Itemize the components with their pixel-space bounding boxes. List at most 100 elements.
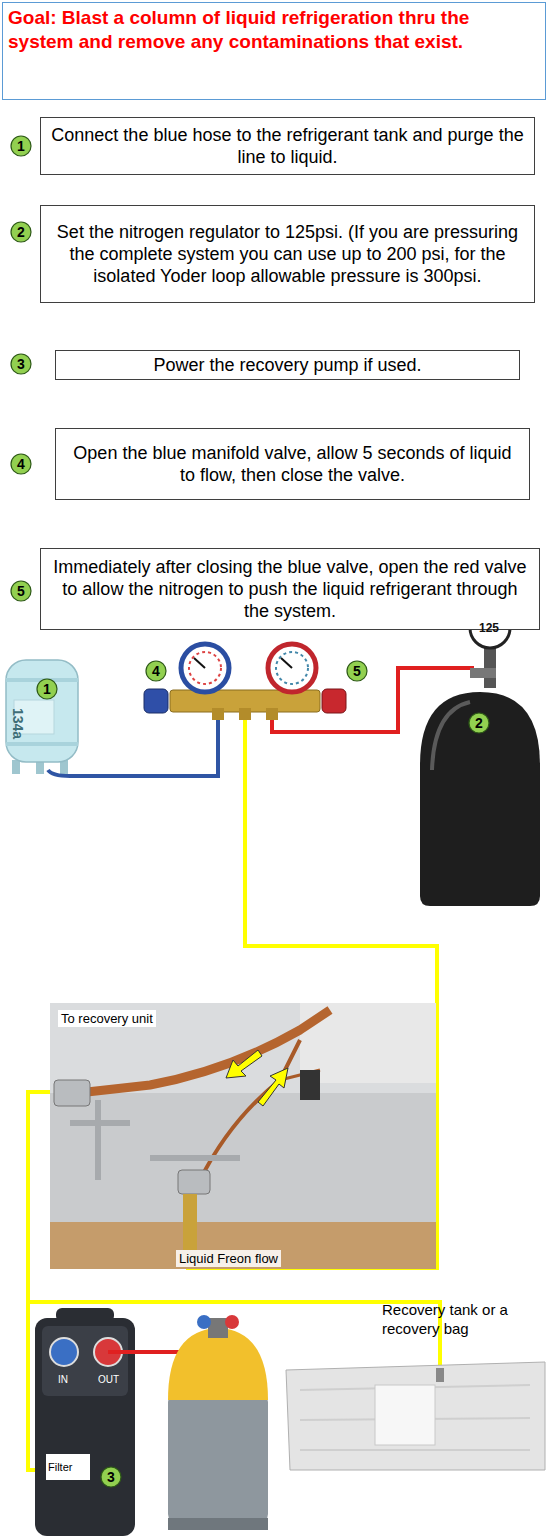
pipe-fitting [178, 1170, 210, 1194]
callout-circle-shape [101, 1467, 121, 1487]
low-side-gauge [181, 644, 229, 692]
callout-circle-shape [37, 679, 57, 699]
valve-handle [95, 1100, 101, 1180]
tank-foot [12, 760, 20, 774]
step-text: Set the nitrogen regulator to 125psi. (I… [49, 221, 526, 287]
system-photo [50, 1003, 436, 1269]
tank-body [6, 660, 78, 762]
valve-handle [70, 1120, 130, 1126]
callout-text: 5 [353, 663, 361, 679]
bag-body [286, 1362, 545, 1470]
step-box: Immediately after closing the blue valve… [40, 548, 540, 630]
pipe-fitting [54, 1080, 90, 1106]
red-valve-knob [322, 689, 346, 713]
title-box: Goal: Blast a column of liquid refrigera… [2, 2, 546, 100]
callout-number: 4 [145, 660, 167, 682]
manifold-port [266, 708, 278, 720]
callout-text: 3 [17, 356, 25, 372]
manifold-port [212, 708, 224, 720]
photo-label: Liquid Freon flow [176, 1250, 281, 1267]
recovery-tank [108, 1315, 268, 1530]
callout-number: 5 [346, 660, 368, 682]
step-text: Connect the blue hose to the refrigerant… [49, 124, 526, 168]
title-text: Goal: Blast a column of liquid refrigera… [8, 7, 469, 52]
wood-base [50, 1222, 436, 1269]
callout-number: 3 [10, 353, 32, 375]
callout-circle-shape [11, 136, 31, 156]
step-text: Power the recovery pump if used. [153, 354, 421, 376]
tank-body [168, 1392, 268, 1524]
tank-valve-knob [197, 1315, 211, 1329]
photo-panel [50, 1003, 436, 1093]
recovery-pump [35, 1308, 135, 1536]
electrical-part [300, 1070, 320, 1100]
yellow-arrow [258, 1068, 288, 1106]
manifold-gauge-set [144, 644, 346, 720]
tank-marking: 134a [10, 708, 26, 739]
bag-texture [300, 1385, 530, 1450]
port-label: IN [58, 1374, 68, 1385]
callout-number: 5 [10, 580, 32, 602]
blue-valve-knob [144, 689, 168, 713]
tank-top [168, 1328, 268, 1400]
tank-foot-ring [168, 1518, 268, 1530]
callout-number: 2 [468, 712, 490, 734]
bag-label [375, 1385, 435, 1445]
callout-text: 4 [17, 456, 25, 472]
nitrogen-tank [420, 608, 540, 906]
callout-number: 1 [10, 135, 32, 157]
callout-text: 5 [17, 583, 25, 599]
callout-text: 2 [475, 715, 483, 731]
callout-text: 1 [17, 138, 25, 154]
pump-panel [42, 1326, 128, 1396]
gauge-scale [189, 652, 221, 684]
photo-label: To recovery unit [58, 1010, 156, 1027]
port-label: OUT [98, 1374, 119, 1385]
step-box: Open the blue manifold valve, allow 5 se… [55, 428, 530, 500]
step-box: Set the nitrogen regulator to 125psi. (I… [40, 205, 535, 303]
gauge-needle [281, 658, 292, 668]
part-label: Recovery tank or a recovery bag [382, 1300, 547, 1338]
callout-text: 1 [43, 681, 51, 697]
callout-text: 4 [152, 663, 160, 679]
callout-circle-shape [11, 354, 31, 374]
step-text: Immediately after closing the blue valve… [49, 556, 531, 622]
callout-number: 2 [10, 221, 32, 243]
bag-port [436, 1368, 444, 1382]
callout-number: 4 [10, 453, 32, 475]
tank-foot [36, 762, 44, 774]
gauge-needle [194, 658, 205, 668]
callout-circle-shape [11, 581, 31, 601]
tank-highlight [432, 702, 470, 770]
high-side-gauge [268, 644, 316, 692]
tank-stripe [6, 742, 78, 746]
yellow-arrow [226, 1050, 262, 1078]
callout-circle-shape [11, 454, 31, 474]
hose-fitting [183, 1194, 197, 1250]
inlet-port [50, 1338, 78, 1366]
step-box: Connect the blue hose to the refrigerant… [40, 117, 535, 175]
callout-circle-shape [11, 222, 31, 242]
blue-hose [48, 716, 218, 776]
tank-valve [208, 1318, 228, 1338]
refrigerant-tank [6, 660, 78, 774]
gauge-scale [276, 652, 308, 684]
callout-text: 2 [17, 224, 25, 240]
gauge-reading: 125 [479, 621, 499, 635]
callout-circle-shape [347, 661, 367, 681]
regulator-outlet [470, 668, 496, 678]
callout-text: 3 [107, 1469, 115, 1485]
tank-valve-knob [225, 1315, 239, 1329]
callout-circle-shape [146, 661, 166, 681]
step-text: Open the blue manifold valve, allow 5 se… [64, 442, 521, 486]
filter-label: Filter [46, 1454, 90, 1480]
step-box: Power the recovery pump if used. [55, 350, 520, 380]
callout-circle-shape [469, 713, 489, 733]
recovery-bag [286, 1362, 545, 1470]
photo-background [50, 1003, 436, 1269]
manifold-port [239, 708, 251, 720]
tank-body [420, 692, 540, 906]
callout-number: 1 [36, 678, 58, 700]
callout-number: 3 [100, 1466, 122, 1488]
